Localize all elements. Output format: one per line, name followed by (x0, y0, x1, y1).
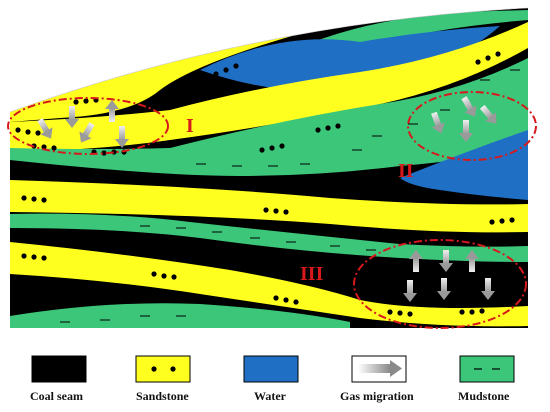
water-lens-right (400, 130, 528, 200)
legend-label-gas: Gas migration (340, 389, 414, 403)
legend-label-coal: Coal seam (30, 389, 83, 403)
coal-swatch (31, 355, 87, 383)
zone-2-outline (407, 91, 537, 161)
legend-item-water: Water (243, 355, 299, 403)
sandstone-lower-band (10, 242, 528, 327)
block-outline (9, 7, 529, 113)
zone-1-outline (7, 97, 169, 155)
strata-block (10, 8, 528, 328)
zone-3-label: III (300, 263, 324, 285)
legend-item-coal: Coal seam (30, 355, 87, 403)
mudstone-upper-band (10, 58, 528, 176)
legend: Coal seam Sandstone Water Gas migration … (30, 355, 515, 403)
mudstone-dashes (60, 69, 520, 323)
legend-label-mudstone: Mudstone (458, 389, 510, 403)
sandstone-swatch (135, 355, 191, 383)
zone-1-label: I (186, 115, 194, 137)
mudstone-middle-band (10, 213, 528, 262)
sandstone-middle-band (10, 180, 528, 233)
zone-3-outline (353, 239, 527, 329)
water-swatch (243, 355, 299, 383)
sandstone-upper-band (10, 22, 528, 152)
sandstone-top-band (10, 26, 328, 122)
legend-item-mudstone: Mudstone (458, 355, 515, 403)
mudstone-bottom-band (10, 303, 350, 328)
water-lens-top (200, 26, 500, 92)
legend-label-sandstone: Sandstone (136, 389, 189, 403)
legend-item-gas: Gas migration (340, 355, 414, 403)
gas-migration-arrow-icon (358, 364, 390, 373)
mudstone-swatch (459, 355, 515, 383)
legend-label-water: Water (254, 389, 287, 403)
zone-2-label: II (398, 160, 414, 182)
legend-item-sandstone: Sandstone (135, 355, 191, 403)
